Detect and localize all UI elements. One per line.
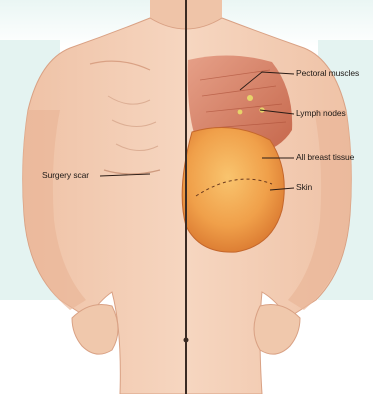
lymph-node <box>247 95 253 101</box>
label-skin: Skin <box>296 182 312 192</box>
label-surgery-scar: Surgery scar <box>42 170 89 180</box>
label-pectoral-muscles: Pectoral muscles <box>296 68 359 78</box>
lymph-node <box>238 110 243 115</box>
left-hand <box>72 305 118 355</box>
navel-marker <box>184 338 189 343</box>
label-all-breast-tissue: All breast tissue <box>296 152 354 162</box>
right-hand <box>254 305 300 355</box>
label-lymph-nodes: Lymph nodes <box>296 108 346 118</box>
breast-tissue <box>182 128 284 253</box>
